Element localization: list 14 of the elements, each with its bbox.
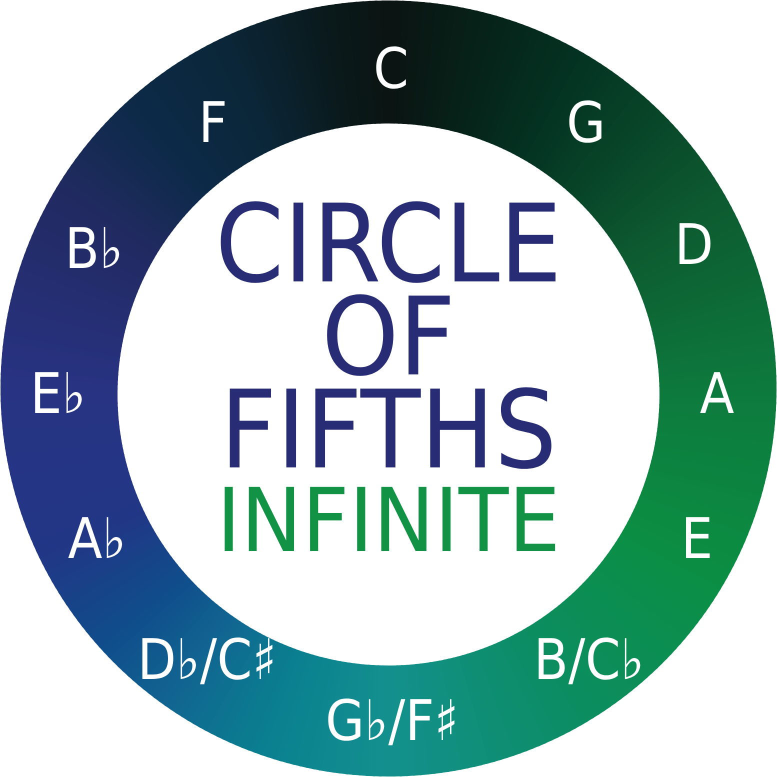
key-label: E [686, 517, 710, 558]
key-label: F [203, 101, 225, 142]
subtitle: INFINITE [224, 486, 556, 551]
key-label: A♭ [68, 517, 122, 558]
key-label: C [376, 46, 406, 89]
key-label: G [569, 100, 602, 143]
key-label: D [680, 223, 710, 264]
key-label: D♭/C♯ [142, 637, 272, 684]
key-label: G♭/F♯ [328, 698, 454, 746]
key-label: E♭ [35, 372, 82, 414]
key-label: A [700, 372, 734, 413]
key-label: B♭ [70, 227, 120, 268]
title: CIRCLE OF FIFTHS [220, 201, 556, 469]
key-label: B/C♭ [538, 637, 640, 684]
